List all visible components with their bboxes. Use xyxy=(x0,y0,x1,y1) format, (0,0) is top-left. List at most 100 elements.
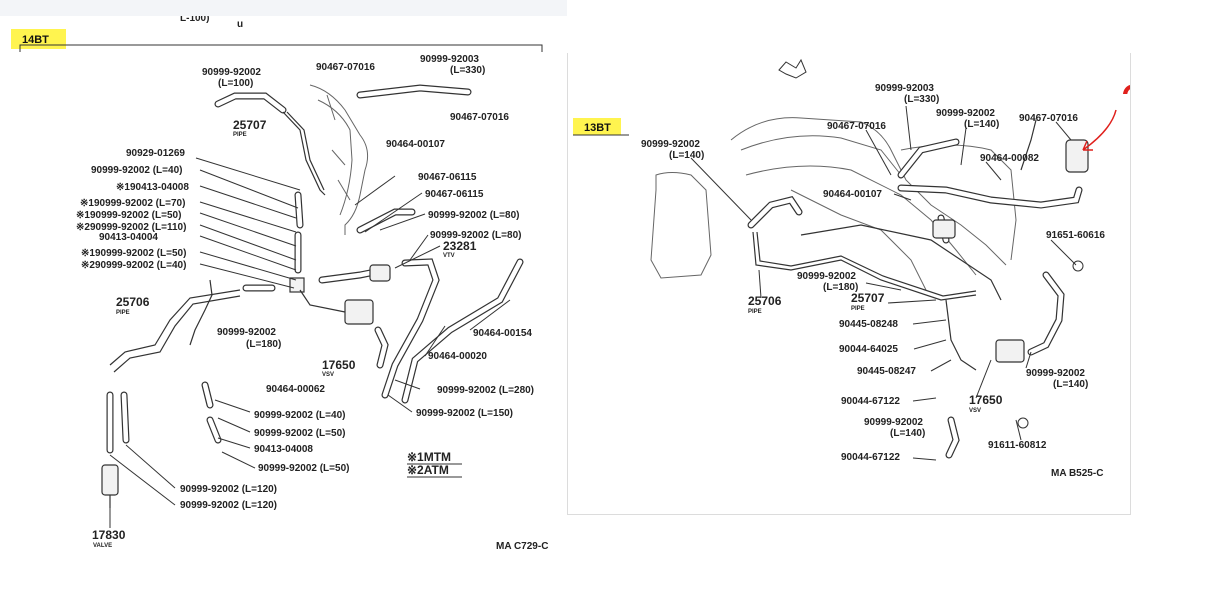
label-25707-pipe: PIPE xyxy=(233,132,247,138)
top-strip xyxy=(0,0,567,16)
r-label-91611-60812: 91611-60812 xyxy=(988,440,1047,451)
r-label-90044-67122-a: 90044-67122 xyxy=(841,396,900,407)
label-25706-pipe: PIPE xyxy=(116,310,130,316)
left-diagram-panel: L-100) u 14BT xyxy=(0,16,567,596)
section-tag-highlight-right xyxy=(573,118,621,135)
label-2-l40: ※290999-92002 (L=40) xyxy=(81,260,186,271)
label-l40-b: 90999-92002 (L=40) xyxy=(254,410,345,421)
cut-off-mark: u xyxy=(237,19,243,30)
label-1-l50: ※190999-92002 (L=50) xyxy=(76,210,181,221)
label-17650-vsv: VSV xyxy=(322,372,334,378)
r-label-l140-c: 90999-92002 xyxy=(1026,368,1085,379)
label-2-l110: ※290999-92002 (L=110) xyxy=(76,222,186,233)
section-tag-13bt: 13BT xyxy=(584,122,611,134)
label-90999-92003: 90999-92003 xyxy=(420,54,479,65)
r-label-l140-d: 90999-92002 xyxy=(864,417,923,428)
right-diagram-panel: 13BT xyxy=(567,53,1131,515)
label-l180: 90999-92002 xyxy=(217,327,276,338)
label-l120-a: 90999-92002 (L=120) xyxy=(180,484,277,495)
label-l280: 90999-92002 (L=280) xyxy=(437,385,534,396)
label-l150: 90999-92002 (L=150) xyxy=(416,408,513,419)
r-label-l180: 90999-92002 xyxy=(797,271,856,282)
r-label-17650: 17650 xyxy=(969,393,1003,407)
hoses-right xyxy=(747,138,1089,459)
r-label-90044-64025: 90044-64025 xyxy=(839,344,898,355)
r-label-90445-08247: 90445-08247 xyxy=(857,366,916,377)
r-label-90999-92002-top: 90999-92002 xyxy=(936,108,995,119)
label-1-l70: ※190999-92002 (L=70) xyxy=(80,198,185,209)
label-l50-d: 90999-92002 (L=50) xyxy=(258,463,349,474)
r-label-90464-00107: 90464-00107 xyxy=(823,189,882,200)
label-90467-07016-a: 90467-07016 xyxy=(316,62,375,73)
left-diagram-svg: L-100) u 14BT xyxy=(11,16,548,552)
middle-hoses xyxy=(242,191,524,404)
label-1-90413: ※190413-04008 xyxy=(116,182,189,193)
label-25706: 25706 xyxy=(116,295,150,309)
r-label-25706-pipe: PIPE xyxy=(748,309,762,315)
label-25707: 25707 xyxy=(233,118,267,132)
r-label-90467-07016-b: 90467-07016 xyxy=(1019,113,1078,124)
label-l180-len: (L=180) xyxy=(246,339,281,350)
r-label-l330: (L=330) xyxy=(904,94,939,105)
label-l40-a: 90999-92002 (L=40) xyxy=(91,165,182,176)
label-l80-b: 90999-92002 (L=80) xyxy=(430,230,521,241)
engine-outline xyxy=(309,84,369,235)
top-fragment xyxy=(778,58,807,79)
label-23281-vtv: VTV xyxy=(443,253,455,259)
right-diagram-svg: 13BT xyxy=(573,58,1130,479)
r-label-25707-pipe: PIPE xyxy=(851,306,865,312)
r-label-91651-60616: 91651-60616 xyxy=(1046,230,1105,241)
r-label-90467-07016-a: 90467-07016 xyxy=(827,121,886,132)
legend-mtm: ※1MTM xyxy=(407,450,451,464)
r-label-l140-c-len: (L=140) xyxy=(1053,379,1088,390)
label-90999-92002-top: 90999-92002 xyxy=(202,67,261,78)
bolt-symbol-a xyxy=(1072,260,1084,272)
label-90464-00020: 90464-00020 xyxy=(428,351,487,362)
label-90464-00062: 90464-00062 xyxy=(266,384,325,395)
legend-underline xyxy=(407,463,462,478)
r-label-90464-00082: 90464-00082 xyxy=(980,153,1039,164)
label-17830-valve: VALVE xyxy=(93,543,112,549)
label-90413-04008: 90413-04008 xyxy=(254,444,313,455)
label-l100: (L=100) xyxy=(218,78,253,89)
label-90467-06115-b: 90467-06115 xyxy=(425,189,484,200)
label-90464-00107: 90464-00107 xyxy=(386,139,445,150)
bolt-symbol-b xyxy=(1017,417,1029,429)
r-label-25706: 25706 xyxy=(748,294,782,308)
label-90467-06115-a: 90467-06115 xyxy=(418,172,477,183)
label-23281: 23281 xyxy=(443,239,477,253)
r-label-17650-vsv: VSV xyxy=(969,408,981,414)
r-label-90445-08248: 90445-08248 xyxy=(839,319,898,330)
engine-outline-right xyxy=(650,117,1017,291)
label-90464-00154: 90464-00154 xyxy=(473,328,532,339)
upper-hoses xyxy=(214,84,472,196)
label-l120-b: 90999-92002 (L=120) xyxy=(180,500,277,511)
section-tag-highlight xyxy=(11,29,66,49)
label-l50-c: 90999-92002 (L=50) xyxy=(254,428,345,439)
label-17830: 17830 xyxy=(92,528,126,542)
red-question-annotation: ? xyxy=(1082,76,1130,151)
lower-pipes xyxy=(101,279,241,508)
r-label-l180-len: (L=180) xyxy=(823,282,858,293)
label-90467-07016-b: 90467-07016 xyxy=(450,112,509,123)
cut-off-label: L-100) xyxy=(180,16,209,24)
r-label-90999-92003: 90999-92003 xyxy=(875,83,934,94)
label-1-l50b: ※190999-92002 (L=50) xyxy=(81,248,186,259)
label-90929-01269: 90929-01269 xyxy=(126,148,185,159)
diagram-code-left: MA C729-C xyxy=(496,541,548,552)
r-label-l140a: (L=140) xyxy=(669,150,704,161)
question-mark: ? xyxy=(1121,76,1130,129)
section-tag-14bt: 14BT xyxy=(22,34,49,46)
label-90413-04004: 90413-04004 xyxy=(99,232,158,243)
r-label-90044-67122-b: 90044-67122 xyxy=(841,452,900,463)
leader-lines-right xyxy=(690,105,1077,461)
r-label-25707: 25707 xyxy=(851,291,885,305)
label-l80-a: 90999-92002 (L=80) xyxy=(428,210,519,221)
pipes-right xyxy=(752,119,1037,371)
label-17650: 17650 xyxy=(322,358,356,372)
frame-bracket xyxy=(19,44,543,52)
leader-lines xyxy=(109,157,511,528)
r-label-l140-d-len: (L=140) xyxy=(890,428,925,439)
label-l330: (L=330) xyxy=(450,65,485,76)
legend-atm: ※2ATM xyxy=(407,463,449,477)
